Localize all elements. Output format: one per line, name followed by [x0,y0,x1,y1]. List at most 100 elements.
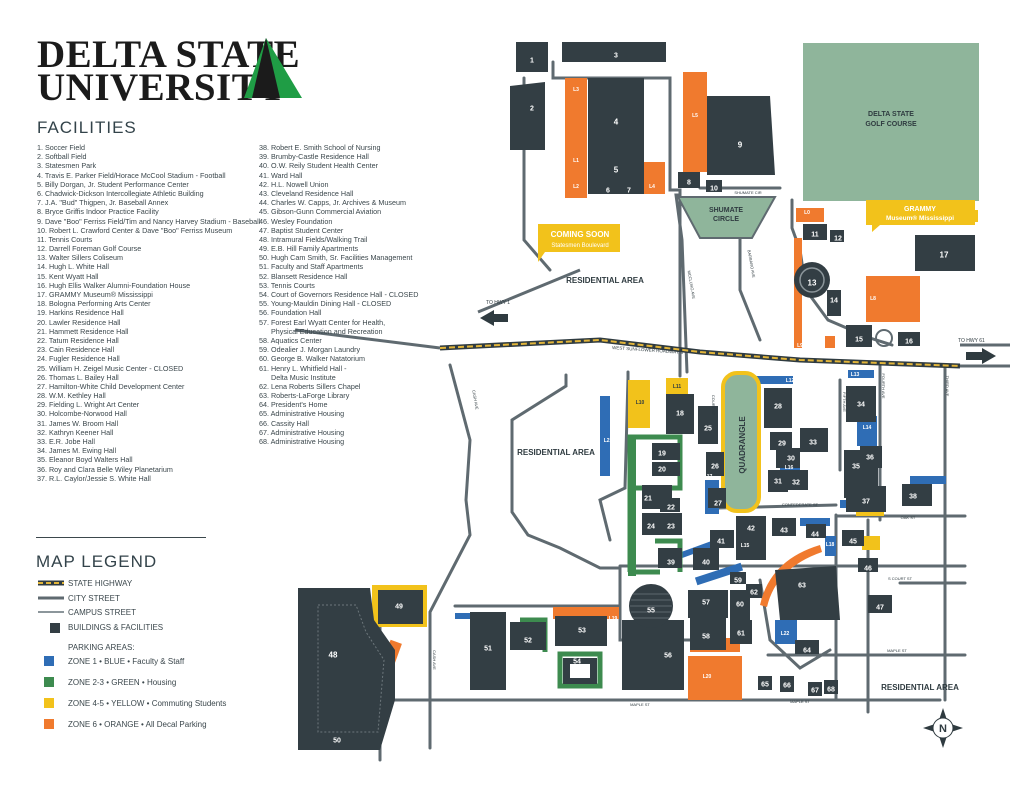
building-number-30: 30 [787,456,795,463]
facility-list-item: 47. Baptist Student Center [259,225,344,235]
building-number-34: 34 [857,402,865,409]
street-cash-ave [428,363,472,750]
parking-lot-l1: L1 [573,158,579,164]
street-label: S COURT ST [888,576,913,581]
building-number-58: 58 [702,634,710,641]
facility-list-item: 25. William H. Zeigel Music Center - CLO… [37,363,184,373]
facility-list-item: 18. Bologna Performing Arts Center [37,299,151,309]
legend-label: CAMPUS STREET [68,608,137,617]
building-number-20: 20 [658,467,666,474]
legend-label: ZONE 2-3 • GREEN • Housing [68,678,177,687]
building-number-44: 44 [811,532,819,539]
building-number-26: 26 [711,464,719,471]
building-number-9: 9 [738,141,743,150]
facility-list-item: 55. Young-Mauldin Dining Hall - CLOSED [259,299,392,309]
building-number-56: 56 [664,653,672,660]
facility-list-item: 26. Thomas L. Bailey Hall [37,372,119,382]
facility-list-item: 11. Tennis Courts [37,234,93,244]
parking-lot-l2: L2 [573,184,579,190]
facility-list-item: 38. Robert E. Smith School of Nursing [259,143,381,152]
alumni-circle [875,329,893,347]
svg-text:Museum® Mississippi: Museum® Mississippi [886,214,954,222]
facility-list-item: 49. E.B. Hill Family Apartments [259,244,359,254]
building-number-66: 66 [783,683,791,690]
parking-lot-l7: L7 [810,249,816,255]
building-number-41: 41 [717,539,725,546]
facility-list-item: 56. Foundation Hall [259,308,322,318]
parking-orange-highway-strip [794,238,802,348]
facility-list-item: 1. Soccer Field [37,143,85,152]
building-number-11: 11 [811,232,819,239]
shumate-circle [676,196,777,239]
facility-list-item: 17. GRAMMY Museum® Mississippi [37,290,153,299]
street-label: MAPLE ST [887,648,907,653]
shumate-circle-label: CIRCLE [713,216,739,223]
street-mcclung [674,193,689,374]
building-number-65: 65 [761,682,769,689]
building-9 [707,96,775,175]
building-14 [827,290,841,316]
facility-list-item: 3. Statesmen Park [37,161,97,171]
building-number-67: 67 [811,688,819,695]
building-number-27: 27 [714,501,722,508]
building-42 [736,516,766,560]
building-37 [846,486,886,512]
building-number-16: 16 [905,339,913,346]
golf-course-label: GOLF COURSE [865,121,917,128]
building-number-28: 28 [774,404,782,411]
building-28 [764,388,792,428]
facility-list-item: 14. Hugh L. White Hall [37,262,109,272]
residential-area-label-west: RESIDENTIAL AREA [517,448,595,457]
facility-list-item: 57. Forest Earl Wyatt Center for Health, [259,317,386,327]
facility-list-item: 24. Fugler Residence Hall [37,354,120,364]
building-swatch-icon [50,623,60,633]
facility-list-item: 10. Robert L. Crawford Center & Dave "Bo… [37,225,233,235]
facility-list-item: 50. Hugh Cam Smith, Sr. Facilities Manag… [259,253,413,263]
facility-list-item: 37. R.L. Caylor/Jessie S. White Hall [37,473,151,483]
zone-swatch-icon [44,698,54,708]
building-8 [678,172,700,188]
building-66 [780,676,794,692]
building-number-31: 31 [774,479,782,486]
building-number-39: 39 [667,560,675,567]
building-51 [470,612,506,690]
building-65 [758,676,772,690]
coliseum-ring [799,267,825,293]
facility-list-item: 43. Cleveland Residence Hall [259,188,354,198]
street-label: BARBARO AVE [747,249,757,278]
building-number-1: 1 [530,58,534,65]
facility-list-item: 45. Gibson-Gunn Commercial Aviation [259,207,382,217]
street-campus-int [598,370,630,542]
parking-lot-l19: L19 [609,616,618,622]
building-number-7: 7 [627,188,631,195]
street-library-ring [758,578,832,670]
legend-label: ZONE 6 • ORANGE • All Decal Parking [68,720,207,729]
facility-list-item: 64. President's Home [259,400,328,410]
building-18 [666,394,694,434]
building-number-33: 33 [809,440,817,447]
facility-list-item: 29. Fielding L. Wright Art Center [37,400,140,410]
building-number-4: 4 [614,118,619,127]
building-60 [730,590,750,620]
building-58 [690,618,726,650]
building-41 [710,530,734,548]
facility-list-item: 7. J.A. "Bud" Thigpen, Jr. Baseball Anne… [37,198,169,208]
zone-swatch-icon [44,656,54,666]
building-39 [658,548,682,568]
building-number-43: 43 [780,528,788,535]
facilities-title: FACILITIES [37,118,137,137]
building-53 [555,616,607,646]
highway-name-label: WEST SUNFLOWER ROADWAY, 8 [612,345,684,355]
parking-lot-l3: L3 [573,87,579,93]
svg-text:COMING SOON: COMING SOON [551,230,610,239]
parking-lot-l21: L21 [604,438,613,444]
building-45 [842,530,864,546]
building-24 [642,513,666,535]
street-label: MCCLUNG AVE [687,270,697,300]
building-27 [708,488,726,508]
facility-list-item: Physical Education and Recreation [271,326,383,336]
building-26 [706,452,724,476]
building-20 [652,462,680,476]
building-25 [698,406,718,444]
